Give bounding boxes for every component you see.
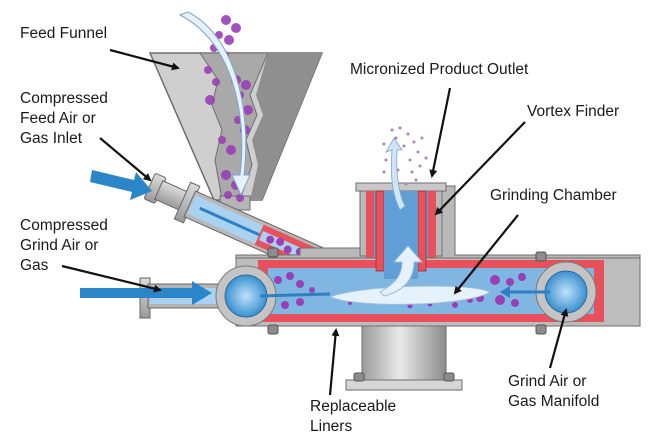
leader-liners: [328, 328, 340, 396]
label-grind-air: Compressed Grind Air or Gas: [20, 217, 112, 274]
vortex-swirl: [328, 285, 492, 305]
label-feed-funnel: Feed Funnel: [20, 25, 107, 42]
label-manifold: Grind Air or Gas Manifold: [508, 373, 599, 410]
leader-feed-air: [99, 137, 152, 182]
leader-product-outlet: [429, 87, 452, 178]
leader-feed-funnel: [109, 48, 180, 71]
leader-manifold: [548, 308, 569, 369]
label-grinding-chamber: Grinding Chamber: [490, 187, 617, 204]
right-manifold: [535, 261, 597, 323]
pedestal: [345, 325, 463, 391]
fine-particles: [382, 126, 428, 186]
feed-funnel: [148, 52, 324, 211]
updraft-arrow: [379, 245, 424, 297]
label-feed-air-inlet: Compressed Feed Air or Gas Inlet: [20, 90, 112, 147]
label-vortex-finder: Vortex Finder: [527, 103, 619, 120]
feed-flow-arrow: [178, 11, 251, 197]
chamber-particles: [274, 272, 526, 309]
label-liners: Replaceable Liners: [310, 398, 401, 435]
leader-grinding-chamber: [453, 214, 519, 295]
grind-air-arrow: [80, 281, 212, 305]
label-product-outlet: Micronized Product Outlet: [350, 61, 529, 78]
feed-air-arrow: [90, 170, 152, 200]
product-exit-arrow: [385, 137, 406, 211]
leader-lines: [61, 48, 569, 396]
leader-vortex-finder: [434, 121, 526, 216]
left-jet: [259, 292, 331, 298]
leader-grind-air: [61, 264, 162, 293]
